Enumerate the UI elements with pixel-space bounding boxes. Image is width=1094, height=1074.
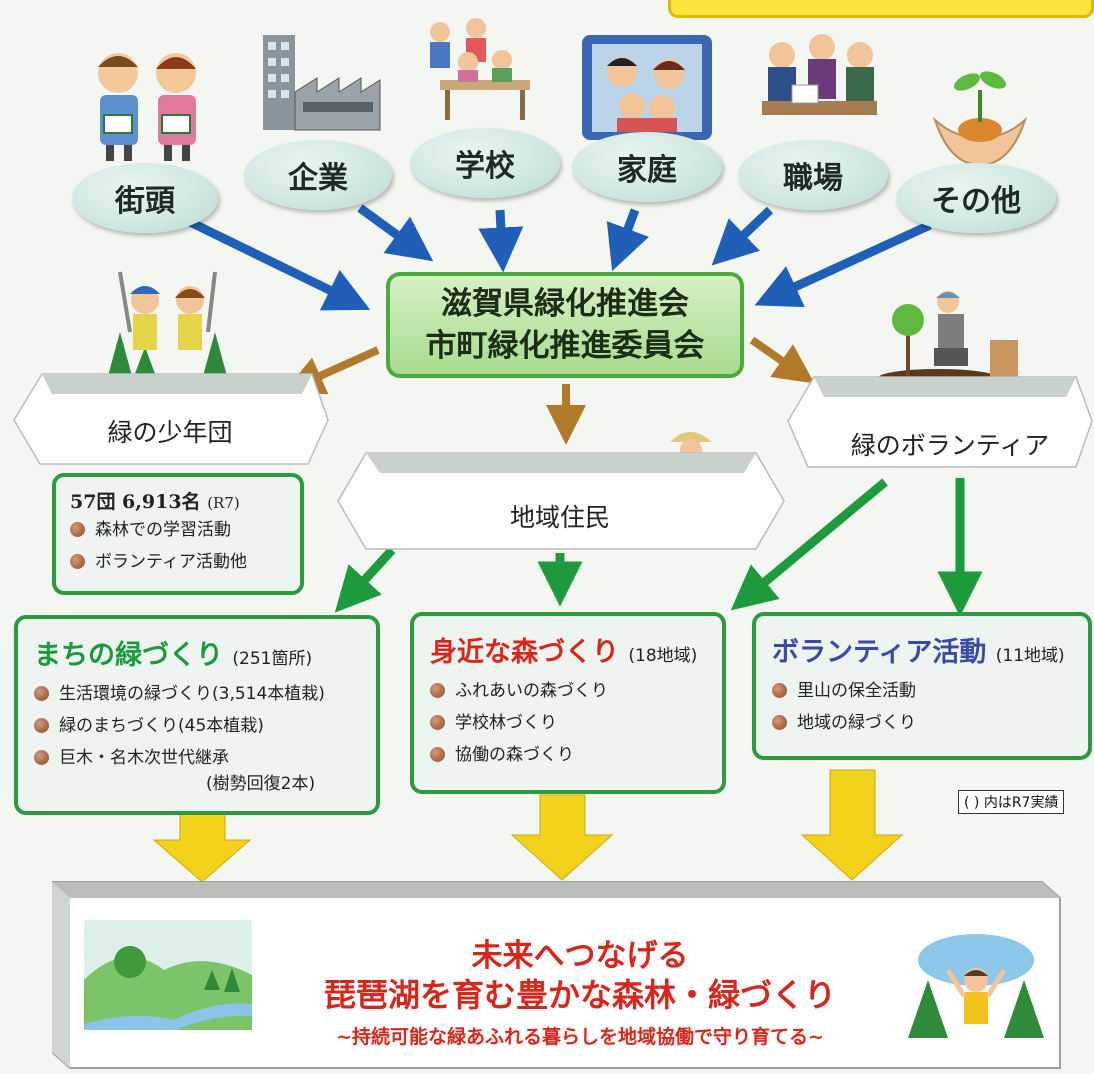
yellow-arrow-right — [800, 769, 904, 881]
bullet-icon — [430, 747, 445, 762]
bullet-icon — [772, 715, 787, 730]
bullet-icon — [70, 522, 85, 537]
residents-platform — [337, 452, 785, 550]
arrow-volunteers-to-town — [730, 478, 888, 611]
top-banner-edge — [668, 0, 1094, 18]
street-campaign-illustration — [98, 53, 196, 161]
source-street: 街頭 — [72, 163, 218, 233]
list-item: 巨木・名木次世代継承 — [34, 742, 360, 774]
activity-extra: (樹勢回復2本) — [206, 774, 316, 794]
arrow-residents-to-town — [334, 546, 396, 613]
central-organization: 滋賀県緑化推進会 市町緑化推進委員会 — [386, 272, 744, 378]
arrow-to-volunteers — [749, 336, 815, 384]
bullet-icon — [430, 715, 445, 730]
source-home: 家庭 — [572, 132, 722, 202]
source-workplace: 職場 — [738, 140, 888, 210]
source-other: その他 — [896, 163, 1056, 233]
source-school: 学校 — [410, 128, 560, 198]
source-company: 企業 — [244, 140, 392, 210]
family-window-illustration — [582, 35, 712, 140]
list-item: 森林での学習活動 — [70, 514, 286, 546]
youth-stats-list: 森林での学習活動 ボランティア活動他 — [70, 514, 286, 578]
results-note: ( ) 内はR7実績 — [958, 790, 1065, 814]
youth-stats-year: (R7) — [207, 494, 240, 512]
volunteers-label: 緑のボランティア — [850, 431, 1050, 460]
activity-title: まちの緑づくり — [34, 640, 223, 671]
school-classroom-illustration — [430, 18, 530, 120]
bullet-icon — [34, 686, 49, 701]
bottom-subtitle: ~持続可能な緑あふれる暮らしを地域協働で守り育てる~ — [336, 1026, 824, 1048]
list-item: 緑のまちづくり(45本植栽) — [34, 710, 360, 742]
central-line2: 市町緑化推進委員会 — [425, 328, 705, 364]
hands-sprout-illustration — [932, 71, 1028, 167]
arrow-from-other — [754, 220, 932, 308]
child-trees-illustration — [908, 934, 1044, 1038]
list-item: 里山の保全活動 — [772, 675, 1072, 707]
activity-volunteer: ボランティア活動 (11地域) 里山の保全活動 地域の緑づくり — [752, 612, 1092, 760]
bullet-icon — [430, 683, 445, 698]
list-item: 地域の緑づくり — [772, 707, 1072, 739]
volunteers-platform — [787, 376, 1093, 468]
yellow-arrow-center — [510, 794, 614, 881]
list-item: 生活環境の緑づくり(3,514本植栽) — [34, 678, 360, 710]
yellow-arrow-left — [152, 809, 252, 883]
list-item: ボランティア活動他 — [70, 546, 286, 578]
arrow-from-company — [357, 204, 434, 262]
bullet-icon — [70, 554, 85, 569]
bullet-icon — [772, 683, 787, 698]
youth-platform — [13, 373, 329, 465]
list-item: 学校林づくり — [430, 707, 706, 739]
arrow-from-street — [188, 217, 371, 311]
arrow-to-youth — [283, 346, 380, 395]
list-item: 協働の森づくり — [430, 739, 706, 771]
bullet-icon — [34, 718, 49, 733]
bullet-icon — [34, 750, 49, 765]
residents-label: 地域住民 — [509, 503, 610, 532]
landscape-river-illustration — [84, 920, 252, 1030]
arrow-from-home — [606, 208, 649, 272]
workplace-meeting-illustration — [762, 34, 877, 115]
central-line1: 滋賀県緑化推進会 — [441, 286, 689, 322]
activity-count: (251箇所) — [232, 649, 313, 669]
arrow-from-school — [478, 209, 524, 273]
arrow-from-workplace — [711, 206, 774, 266]
bottom-banner-frame — [52, 881, 1061, 1069]
activity-town-greening: まちの緑づくり (251箇所) 生活環境の緑づくり(3,514本植栽) 緑のまち… — [14, 615, 380, 815]
activity-nearby-forest: 身近な森づくり (18地域) ふれあいの森づくり 学校林づくり 協働の森づくり — [410, 612, 726, 794]
bottom-title-line2: 琵琶湖を育む豊かな森林・緑づくり — [323, 976, 836, 1014]
activity-title: 身近な森づくり — [430, 637, 619, 668]
activity-title: ボランティア活動 — [772, 637, 987, 668]
bottom-title-line1: 未来へつなげる — [471, 938, 689, 974]
activity-count: (11地域) — [995, 646, 1065, 666]
youth-stats-title: 57団 6,913名 — [70, 491, 201, 513]
youth-label: 緑の少年団 — [107, 418, 233, 447]
youth-stats-card: 57団 6,913名 (R7) 森林での学習活動 ボランティア活動他 — [52, 473, 304, 595]
list-item: ふれあいの森づくり — [430, 675, 706, 707]
activity-count: (18地域) — [628, 646, 698, 666]
company-building-illustration — [263, 35, 381, 131]
